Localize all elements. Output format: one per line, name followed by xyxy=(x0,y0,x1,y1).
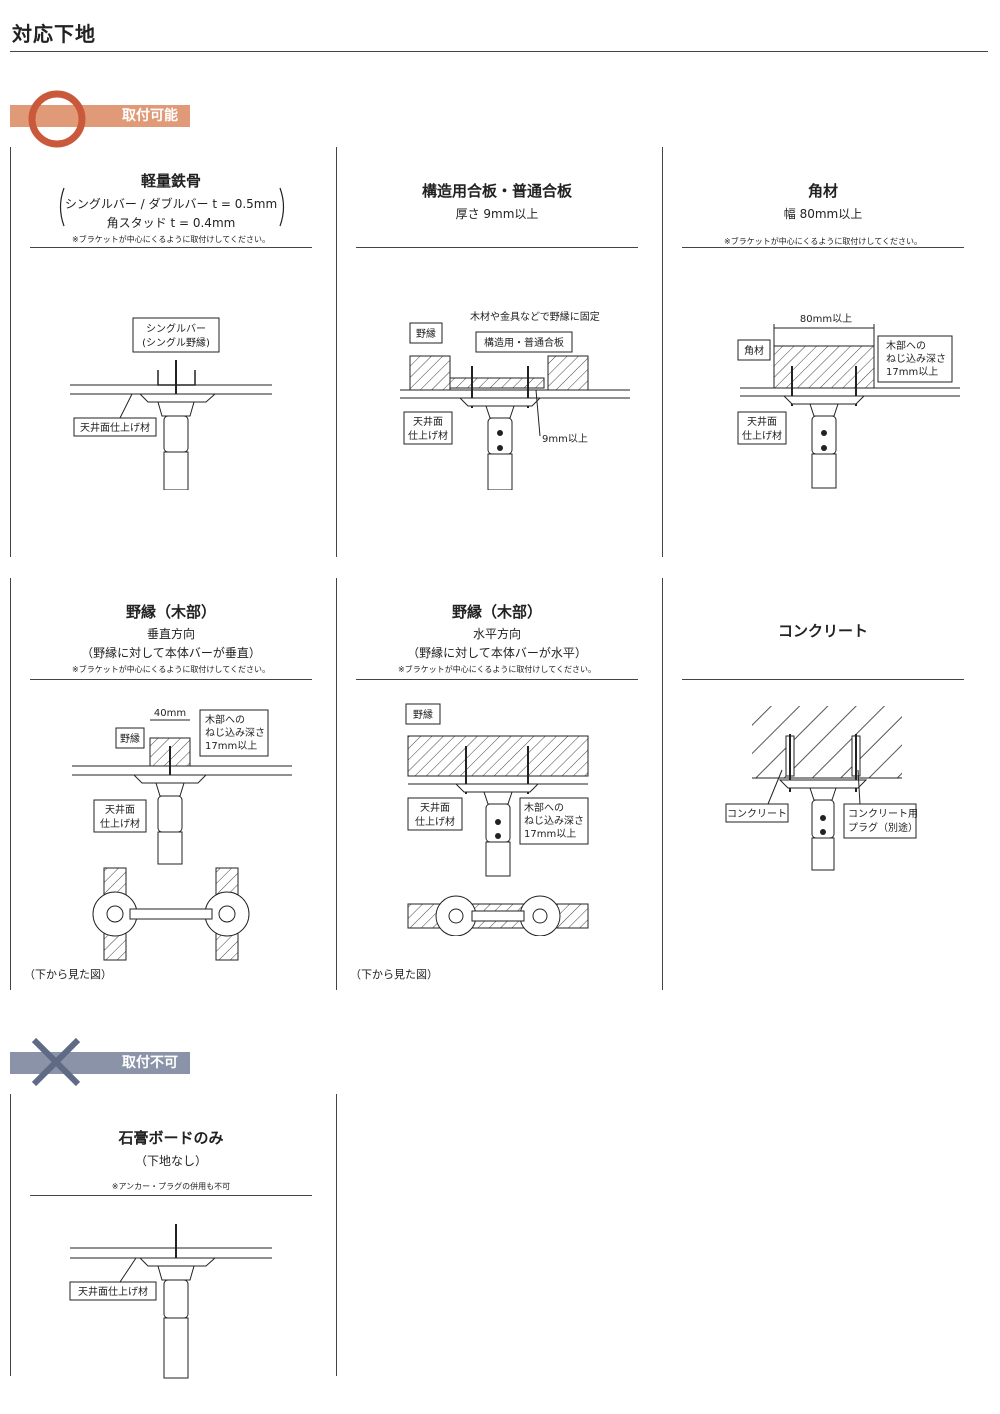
label-ceiling-2: 仕上げ材 xyxy=(415,815,455,828)
label-noburi: 野縁 xyxy=(413,708,433,721)
cell-subtitle: 垂直方向 xyxy=(146,627,195,641)
cell-subtitle: 厚さ 9mm以上 xyxy=(455,207,539,221)
cell-divider xyxy=(682,679,964,680)
label-kakuzai: 角材 xyxy=(744,344,764,357)
cell-gypsum: 石膏ボードのみ （下地なし） ※アンカー・プラグの併用も不可 xyxy=(30,1127,312,1192)
gypsum-diagram: 天井面仕上げ材 xyxy=(69,1224,272,1379)
caption-bottom-view: （下から見た図） xyxy=(350,968,438,981)
cell-subtitle: 幅 80mm以上 xyxy=(783,207,863,221)
label-ceiling-2: 仕上げ材 xyxy=(408,429,448,442)
label-depth-3: 17mm以上 xyxy=(205,740,257,752)
label-plug-1: コンクリート用 xyxy=(848,808,918,820)
label-ceiling-2: 仕上げ材 xyxy=(742,429,782,442)
label-ceiling: 天井面仕上げ材 xyxy=(78,1285,148,1298)
circle-ok-icon xyxy=(28,90,86,148)
ok-banner: 取付可能 xyxy=(10,105,190,127)
cell-subtitle: 角スタッド t = 0.4mm xyxy=(106,216,236,230)
label-plywood: 構造用・普通合板 xyxy=(484,336,564,349)
cell-subtitle: シングルバー / ダブルバー t = 0.5mm xyxy=(64,197,278,211)
title-divider xyxy=(10,51,988,52)
label-depth-1: 木部への xyxy=(886,339,926,352)
plywood-diagram: 木材や金具などで野縁に固定 野縁 構造用・普通合板 天井面 仕上げ材 9mm以上 xyxy=(400,310,630,490)
label-noburi: 野縁 xyxy=(120,732,140,745)
label-concrete: コンクリート xyxy=(727,808,787,820)
caption-bottom-view: （下から見た図） xyxy=(24,968,112,981)
label-depth-2: ねじ込み深さ xyxy=(205,727,265,739)
page-title: 対応下地 xyxy=(12,22,96,46)
cell-divider xyxy=(30,247,312,248)
label-ceiling-1: 天井面 xyxy=(413,415,443,428)
cell-divider xyxy=(682,247,964,248)
label-ceiling: 天井面仕上げ材 xyxy=(80,421,150,434)
cell-divider xyxy=(30,1195,312,1196)
cell-noburi-vertical: 野縁（木部） 垂直方向 （野縁に対して本体バーが垂直） ※ブラケットが中心にくる… xyxy=(30,601,312,675)
cell-plywood: 構造用合板・普通合板 厚さ 9mm以上 xyxy=(356,180,638,222)
grid-line xyxy=(10,1094,11,1376)
cell-note: ※アンカー・プラグの併用も不可 xyxy=(111,1182,231,1191)
label-single-noburi: (シングル野縁) xyxy=(142,336,210,349)
cell-divider xyxy=(356,679,638,680)
concrete-diagram: コンクリート コンクリート用 プラグ（別途） xyxy=(725,706,918,871)
lgs-diagram: シングルバー (シングル野縁) 天井面仕上げ材 xyxy=(70,317,272,490)
label-ceiling-1: 天井面 xyxy=(747,415,777,428)
cell-title: 野縁（木部） xyxy=(125,603,216,621)
label-ceiling-2: 仕上げ材 xyxy=(100,817,140,830)
label-depth-1: 木部への xyxy=(205,713,245,726)
kakuzai-diagram: 80mm以上 角材 木部への ねじ込み深さ 17mm以上 天井面 仕上げ材 xyxy=(737,313,960,489)
label-depth-2: ねじ込み深さ xyxy=(524,815,584,827)
cell-title: 角材 xyxy=(807,182,838,200)
label-plug-2: プラグ（別途） xyxy=(848,821,918,834)
cell-divider xyxy=(30,679,312,680)
cell-lgs: 軽量鉄骨 シングルバー / ダブルバー t = 0.5mm 角スタッド t = … xyxy=(30,170,312,245)
label-depth-2: ねじ込み深さ xyxy=(886,353,946,365)
label-depth-1: 木部への xyxy=(524,801,564,814)
label-9mm: 9mm以上 xyxy=(542,433,588,445)
label-ceiling-1: 天井面 xyxy=(105,803,135,816)
label-80mm: 80mm以上 xyxy=(800,313,852,325)
noburi-horizontal-diagram: 野縁 天井面 仕上げ材 木部への ねじ込み深さ 17mm以上 xyxy=(405,703,589,936)
cell-title: コンクリート xyxy=(777,622,868,640)
cell-kakuzai: 角材 幅 80mm以上 ※ブラケットが中心にくるように取付けしてください。 xyxy=(682,180,964,247)
label-single-bar: シングルバー xyxy=(146,322,206,335)
label-depth-3: 17mm以上 xyxy=(886,366,938,378)
cell-title: 石膏ボードのみ xyxy=(118,1129,224,1147)
label-depth-3: 17mm以上 xyxy=(524,828,576,840)
bracket-decoration xyxy=(59,187,285,227)
cell-note: ※ブラケットが中心にくるように取付けしてください。 xyxy=(724,237,922,246)
cell-divider xyxy=(356,247,638,248)
grid-line xyxy=(336,147,337,557)
cell-subtitle: （野縁に対して本体バーが水平） xyxy=(407,646,587,660)
cell-subtitle: （野縁に対して本体バーが垂直） xyxy=(81,646,261,660)
ok-banner-label: 取付可能 xyxy=(122,108,178,124)
label-fix: 木材や金具などで野縁に固定 xyxy=(470,310,600,323)
noburi-vertical-diagram: 40mm 野縁 木部への ねじ込み深さ 17mm以上 天井面 仕上げ材 xyxy=(72,708,292,961)
grid-line xyxy=(336,1094,337,1376)
cell-subtitle: （下地なし） xyxy=(134,1154,207,1168)
cell-title: 野縁（木部） xyxy=(451,603,542,621)
cell-subtitle: 水平方向 xyxy=(472,627,521,641)
cell-note: ※ブラケットが中心にくるように取付けしてください。 xyxy=(72,665,270,674)
ng-banner-label: 取付不可 xyxy=(122,1055,178,1071)
cell-note: ※ブラケットが中心にくるように取付けしてください。 xyxy=(72,235,270,244)
label-40mm: 40mm xyxy=(154,708,186,719)
cross-ng-icon xyxy=(31,1037,81,1087)
grid-line xyxy=(662,147,663,557)
cell-title: 軽量鉄骨 xyxy=(140,172,201,190)
cell-note: ※ブラケットが中心にくるように取付けしてください。 xyxy=(398,665,596,674)
cell-noburi-horizontal: 野縁（木部） 水平方向 （野縁に対して本体バーが水平） ※ブラケットが中心にくる… xyxy=(356,601,638,675)
grid-line xyxy=(10,578,11,990)
label-noburi: 野縁 xyxy=(416,327,436,340)
cell-title: 構造用合板・普通合板 xyxy=(421,182,572,200)
label-ceiling-1: 天井面 xyxy=(420,801,450,814)
grid-line xyxy=(10,147,11,557)
cell-concrete: コンクリート xyxy=(682,620,964,641)
grid-line xyxy=(336,578,337,990)
grid-line xyxy=(662,578,663,990)
